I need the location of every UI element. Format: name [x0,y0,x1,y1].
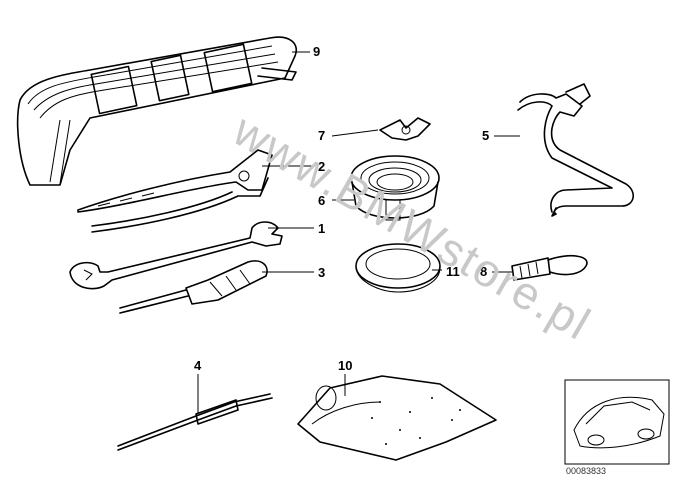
part-10-glove-bag [297,375,497,461]
thumbnail-reference: 00083833 [566,466,606,476]
part-5-wheel-brace [517,83,634,217]
callout-7: 7 [318,128,325,143]
thumbnail: 00083833 [564,379,670,476]
callouts: 9 7 5 2 6 1 3 11 8 4 10 [194,44,489,373]
callout-6: 6 [318,193,325,208]
part-6-grommet [350,155,440,221]
callout-5: 5 [482,128,489,143]
part-8-towing-eye [511,254,588,281]
part-7-wing-nut [379,117,431,141]
callout-9: 9 [313,44,320,59]
callout-3: 3 [318,265,325,280]
part-4-drift-tool [117,393,273,451]
callout-8: 8 [480,264,487,279]
watermark: www.BMWstore.pl [224,103,600,350]
part-1-wrench [69,221,283,290]
part-11-ring [355,243,441,293]
part-9-tool-roll [16,36,297,186]
callout-4: 4 [194,358,202,373]
callout-1: 1 [318,221,325,236]
leader-lines [197,51,520,414]
part-3-screwdriver [119,260,268,314]
callout-10: 10 [338,358,352,373]
callout-11: 11 [446,264,460,279]
part-2-pliers [77,149,273,233]
callout-2: 2 [318,159,325,174]
